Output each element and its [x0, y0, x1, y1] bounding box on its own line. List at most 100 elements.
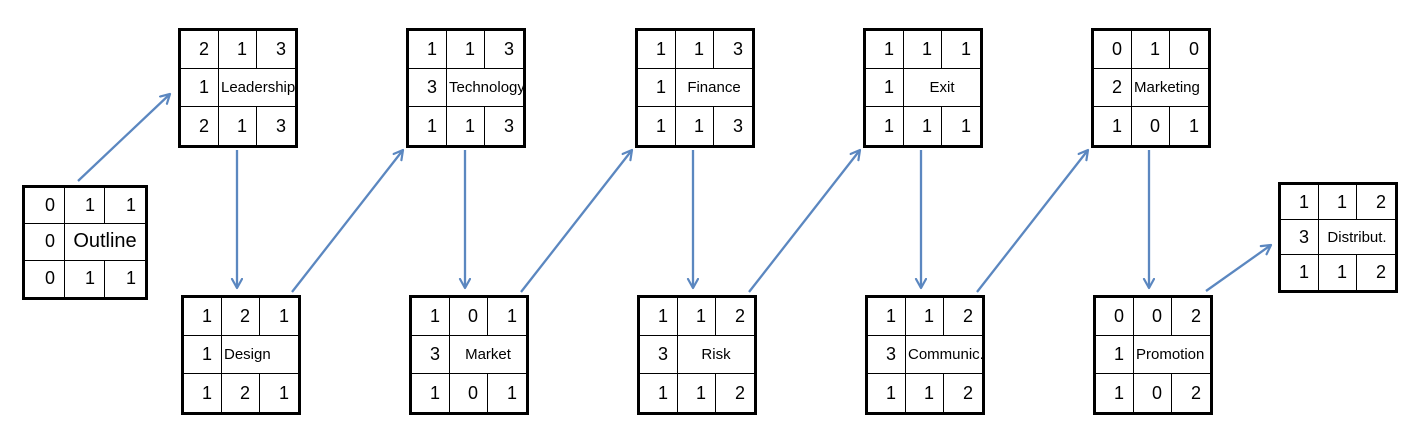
cell-bottom-1: 1: [638, 107, 676, 145]
cell-bottom-3: 1: [125, 268, 136, 289]
cell-top-1: 1: [638, 31, 676, 69]
node-label: Leadership: [219, 69, 295, 107]
cell-top-1: 1: [184, 298, 222, 336]
node-label: Exit: [904, 69, 980, 107]
cell-bottom-3: 2: [962, 382, 973, 403]
arrow-risk-exit[interactable]: [748, 150, 860, 293]
cell-bottom-2: 0: [1134, 374, 1172, 412]
cell-bottom-2: 1: [906, 374, 944, 412]
cell-top-3: 1: [105, 188, 145, 225]
node-label: Finance: [676, 69, 752, 107]
cell-top-2: 1: [1319, 185, 1357, 220]
cell-bottom-3: 3: [732, 115, 743, 136]
cell-mid: 1: [638, 69, 676, 107]
cell-top-3: 3: [485, 31, 523, 69]
cell-mid: 2: [1094, 69, 1132, 107]
cell-top-2: 1: [904, 31, 942, 69]
cell-top-2: 0: [1134, 298, 1172, 336]
cell-bottom-2: 2: [222, 374, 260, 412]
cell-top-3: 1: [942, 31, 980, 69]
node-label: Communic.: [906, 336, 982, 374]
cell-top-2: 1: [1132, 31, 1170, 69]
cell-top-1: 1: [1281, 185, 1319, 220]
cell-bottom-1: 1: [184, 374, 222, 412]
cell-top-3: 2: [944, 298, 982, 336]
cell-mid: 1: [184, 336, 222, 374]
cell-bottom-2: 1: [65, 260, 105, 297]
cell-bottom-3: 3: [503, 115, 514, 136]
cell-top-1: 0: [1094, 31, 1132, 69]
node-label: Distribut.: [1319, 220, 1395, 255]
node-label: Technology: [447, 69, 523, 107]
cell-top-3: 1: [260, 298, 298, 336]
arrow-market-finance[interactable]: [520, 150, 632, 293]
cell-bottom-3: 2: [734, 382, 745, 403]
cell-top-1: 1: [866, 31, 904, 69]
cell-top-2: 1: [219, 31, 257, 69]
cell-top-3: 0: [1170, 31, 1208, 69]
cell-top-1: 1: [409, 31, 447, 69]
cell-top-3: 3: [257, 31, 295, 69]
cell-bottom-1: 1: [409, 107, 447, 145]
cell-top-3: 2: [1172, 298, 1210, 336]
node-label: Marketing: [1132, 69, 1208, 107]
cell-bottom-3: 1: [278, 382, 289, 403]
cell-bottom-1: 2: [181, 107, 219, 145]
cell-bottom-2: 1: [1319, 255, 1357, 290]
cell-top-2: 1: [65, 188, 105, 225]
node-label: Design: [222, 336, 298, 374]
cell-mid: 3: [412, 336, 450, 374]
arrow-communic-marketing[interactable]: [976, 150, 1088, 293]
cell-bottom-2: 1: [676, 107, 714, 145]
cell-bottom-2: 1: [678, 374, 716, 412]
node-label: Promotion: [1134, 336, 1210, 374]
cell-bottom-1: 1: [1281, 255, 1319, 290]
cell-top-1: 1: [868, 298, 906, 336]
cell-top-1: 0: [1096, 298, 1134, 336]
cell-bottom-1: 1: [868, 374, 906, 412]
cell-mid: 1: [181, 69, 219, 107]
cell-mid: 3: [409, 69, 447, 107]
cell-bottom-2: 0: [450, 374, 488, 412]
arrow-outline-leadership[interactable]: [77, 94, 170, 182]
cell-bottom-3: 3: [275, 115, 286, 136]
node-label: Outline: [65, 224, 145, 261]
node-label: Risk: [678, 336, 754, 374]
arrow-design-technology[interactable]: [291, 150, 403, 293]
cell-mid: 1: [1096, 336, 1134, 374]
cell-top-2: 1: [906, 298, 944, 336]
cell-top-2: 1: [447, 31, 485, 69]
cell-bottom-1: 0: [25, 260, 65, 297]
arrow-promotion-distribut[interactable]: [1205, 245, 1271, 292]
cell-bottom-3: 2: [1190, 382, 1201, 403]
cell-bottom-2: 1: [447, 107, 485, 145]
cell-mid: 3: [868, 336, 906, 374]
cell-top-3: 2: [1357, 185, 1395, 220]
cell-top-1: 1: [412, 298, 450, 336]
cell-bottom-2: 0: [1132, 107, 1170, 145]
cell-bottom-3: 1: [1188, 115, 1199, 136]
node-label: Market: [450, 336, 526, 374]
cell-mid: 3: [1281, 220, 1319, 255]
cell-top-1: 1: [640, 298, 678, 336]
cell-bottom-2: 1: [219, 107, 257, 145]
cell-bottom-3: 2: [1375, 262, 1386, 282]
cell-top-2: 1: [678, 298, 716, 336]
cell-bottom-1: 1: [412, 374, 450, 412]
cell-bottom-2: 1: [904, 107, 942, 145]
cell-top-2: 0: [450, 298, 488, 336]
